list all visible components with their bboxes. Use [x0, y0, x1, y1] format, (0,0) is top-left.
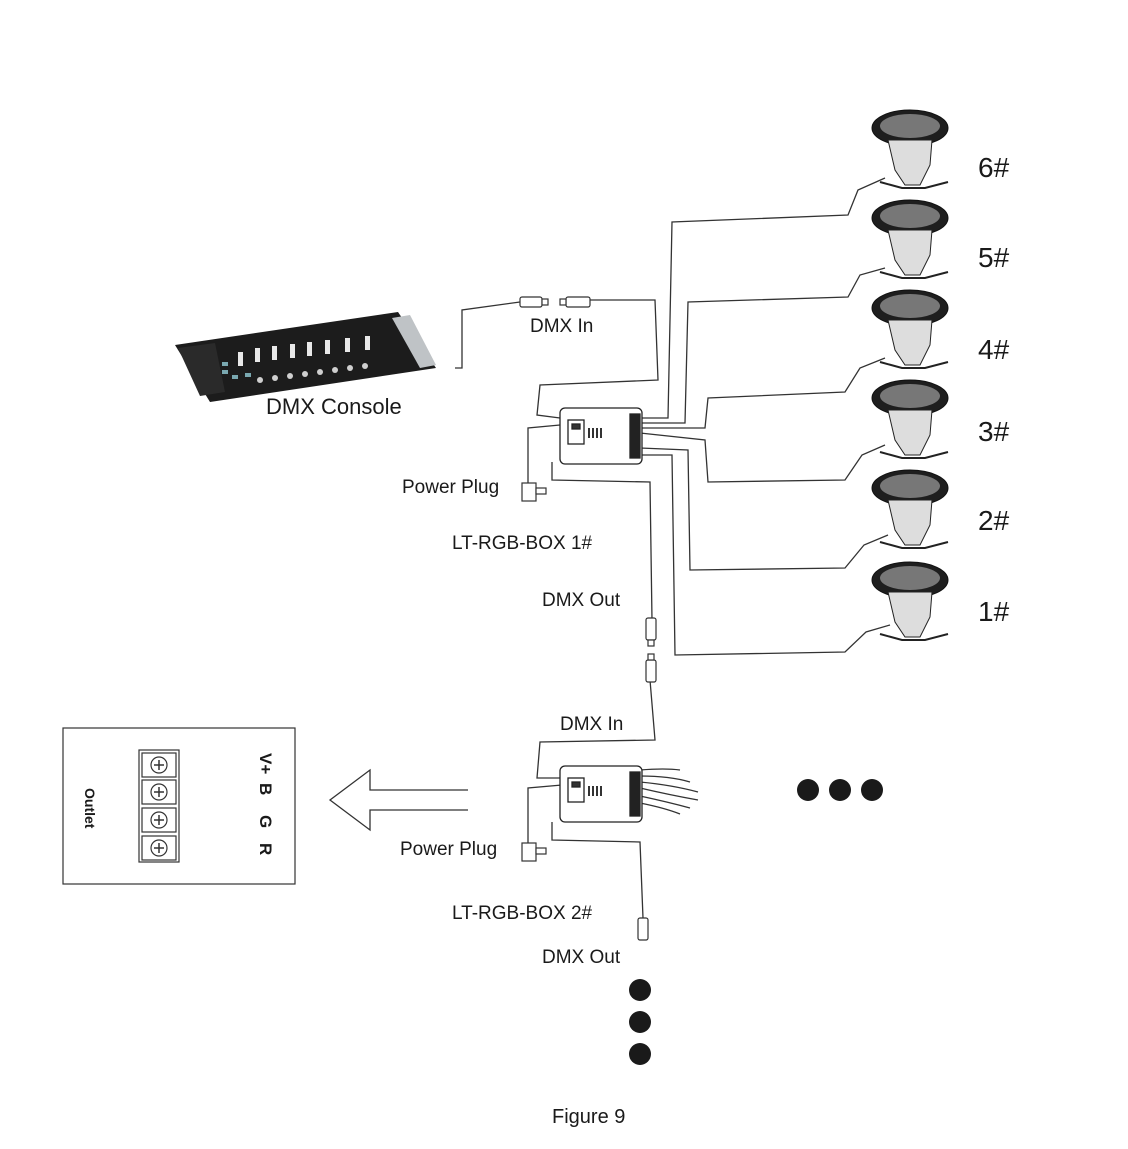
power-plug-2 — [521, 842, 547, 862]
arrow-icon — [328, 768, 468, 832]
outlet-panel — [62, 727, 296, 885]
lamp-cable-5 — [640, 267, 886, 424]
rgb-box-1 — [559, 407, 643, 465]
terminal-label-v: V+ — [256, 753, 275, 775]
rgb-box-2 — [559, 765, 643, 823]
box2-power-plug-label: Power Plug — [400, 839, 498, 860]
box1-power-plug-label: Power Plug — [402, 477, 500, 498]
dmx-console-device — [175, 312, 436, 402]
box2-out-4 — [639, 787, 699, 801]
lamp-label-6: 6# — [978, 152, 1010, 183]
box2-model-label: LT-RGB-BOX 2# — [452, 903, 593, 924]
lamp-label-3: 3# — [978, 416, 1010, 447]
dmx-out-cable-2 — [551, 822, 644, 919]
lamp-label-1: 1# — [978, 596, 1010, 627]
box2-out-3 — [639, 781, 699, 793]
box1-dmx-in-label: DMX In — [530, 316, 594, 337]
power-plug-1 — [521, 482, 547, 502]
lamp-6 — [871, 109, 949, 189]
lamp-2 — [871, 469, 949, 549]
lamp-cable-1 — [640, 454, 891, 656]
box2-out-6 — [639, 802, 681, 815]
console-label: DMX Console — [266, 394, 402, 419]
box1-dmx-out-label: DMX Out — [542, 590, 621, 611]
box2-out-5 — [639, 795, 691, 809]
box2-dmx-in-label: DMX In — [560, 714, 624, 735]
dmx-out-cable-1 — [551, 462, 653, 621]
terminal-label-r: R — [256, 843, 275, 856]
lamp-4 — [871, 289, 949, 369]
terminal-label-g: G — [256, 815, 275, 829]
box2-dmx-out-label: DMX Out — [542, 947, 621, 968]
box2-out-2 — [639, 775, 691, 783]
dmx-in-cable-2 — [536, 679, 656, 779]
lamp-label-2: 2# — [978, 505, 1010, 536]
dmx-connector-pair-2 — [645, 617, 657, 683]
power-cable-2 — [527, 784, 563, 845]
lamp-cable-6 — [640, 177, 886, 419]
lamp-label-4: 4# — [978, 334, 1010, 365]
outlet-title: Outlet — [82, 788, 98, 829]
terminal-label-b: B — [256, 783, 275, 796]
dmx-connector-pair-1 — [519, 296, 591, 308]
power-cable-1 — [527, 424, 561, 485]
lamp-5 — [871, 199, 949, 279]
dmx-in-cable-1 — [536, 299, 659, 419]
console-cable — [455, 301, 521, 369]
box1-model-label: LT-RGB-BOX 1# — [452, 533, 593, 554]
lamp-1 — [871, 561, 949, 641]
lamp-cable-2 — [639, 447, 889, 571]
dmx-connector-box2-out — [637, 917, 649, 941]
figure-caption: Figure 9 — [552, 1106, 626, 1128]
continuation-dots-down — [629, 979, 651, 1065]
lamp-label-5: 5# — [978, 242, 1010, 273]
lamp-cable-4 — [640, 357, 886, 429]
lamp-fixtures — [871, 109, 949, 641]
lamp-3 — [871, 379, 949, 459]
box2-out-1 — [639, 768, 681, 771]
continuation-dots-right — [797, 779, 883, 801]
lamp-cable-3 — [639, 432, 886, 483]
